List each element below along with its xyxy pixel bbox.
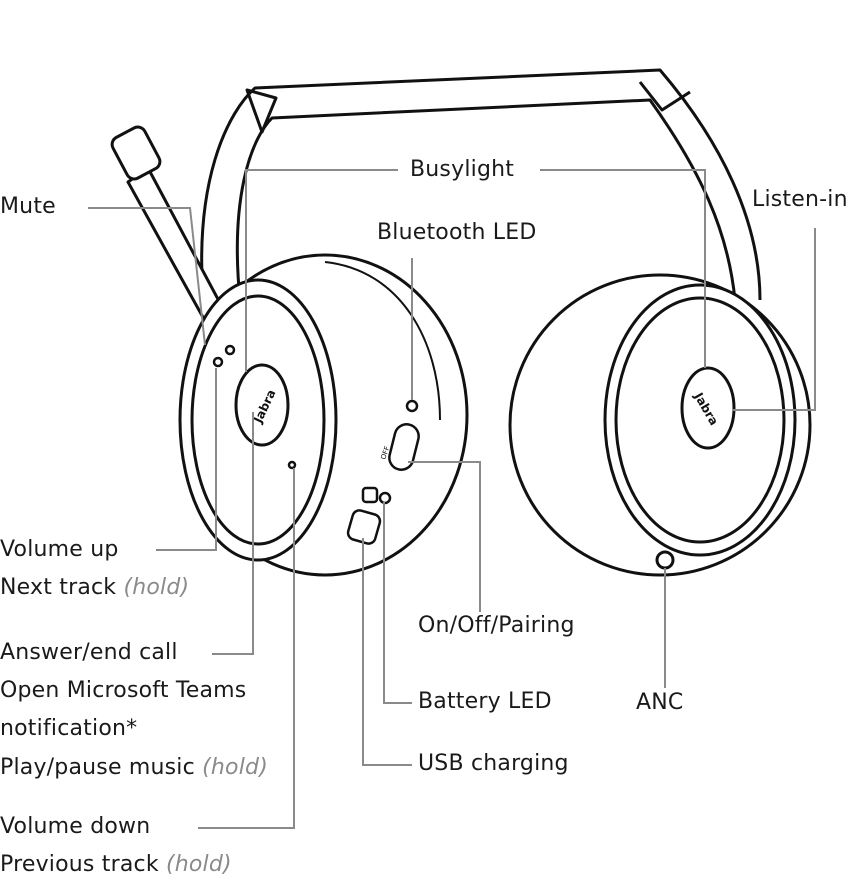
left-earcup <box>178 253 469 577</box>
hold-hint: (hold) <box>123 575 190 600</box>
label-bluetooth-led: Bluetooth LED <box>377 220 537 245</box>
leader-on-off <box>408 461 481 612</box>
leader-lines <box>88 169 816 829</box>
label-on-off-pairing: On/Off/Pairing <box>418 613 575 638</box>
right-earcup <box>508 273 812 577</box>
microphone-boom <box>110 125 230 332</box>
label-open-teams: Open Microsoft Teams <box>0 678 247 703</box>
leader-battery <box>383 502 412 704</box>
leader-volume-down <box>198 468 295 829</box>
hold-hint: (hold) <box>165 852 232 877</box>
label-usb-charging: USB charging <box>418 751 569 776</box>
label-notification: notification* <box>0 716 138 741</box>
label-mute: Mute <box>0 194 56 219</box>
left-earcup-controls <box>212 344 420 545</box>
label-volume-up: Volume up <box>0 537 119 562</box>
leader-usb <box>362 538 412 766</box>
leader-answer <box>212 412 254 655</box>
label-anc: ANC <box>636 690 684 715</box>
label-previous-track: Previous track <box>0 852 159 877</box>
label-play-pause: Play/pause music <box>0 755 195 780</box>
label-busylight: Busylight <box>410 157 515 182</box>
label-volume-down: Volume down <box>0 814 151 839</box>
leader-busylight-left <box>245 169 398 372</box>
hold-hint: (hold) <box>202 755 268 780</box>
leader-volume-up <box>156 368 217 551</box>
leader-busylight-right <box>540 169 706 368</box>
label-next-track-row: Next track (hold) <box>0 575 189 601</box>
leader-mute <box>88 207 206 346</box>
label-play-pause-row: Play/pause music (hold) <box>0 755 268 781</box>
label-battery-led: Battery LED <box>418 689 552 714</box>
label-next-track: Next track <box>0 575 117 600</box>
headband <box>200 68 762 319</box>
label-listen-in: Listen-in <box>752 187 848 212</box>
label-answer-end-call: Answer/end call <box>0 640 178 665</box>
leader-listen-in <box>732 228 816 411</box>
label-previous-track-row: Previous track (hold) <box>0 852 232 878</box>
